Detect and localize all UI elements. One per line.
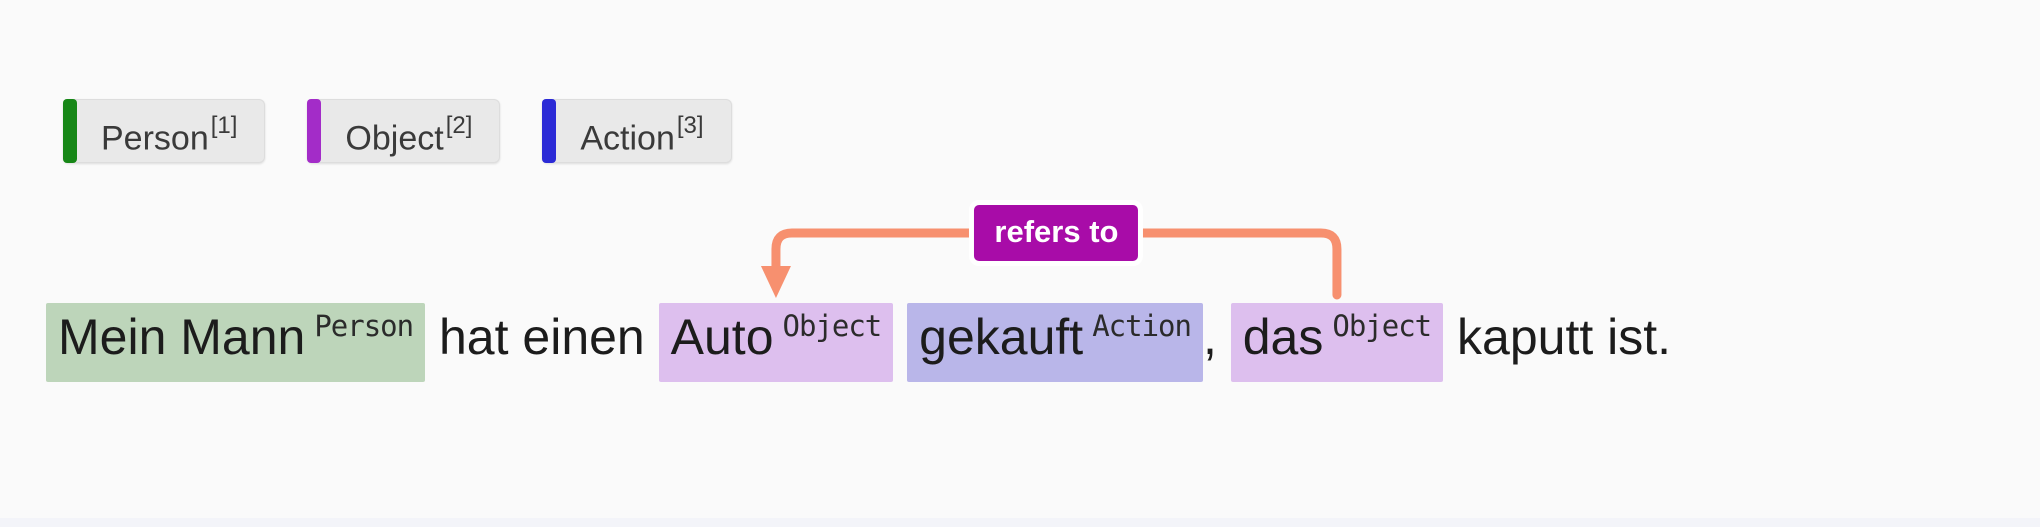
text-segment[interactable]: , xyxy=(1202,309,1231,365)
text-segment[interactable]: kaputt ist. xyxy=(1443,309,1672,365)
label-chip-person[interactable]: Person[1] xyxy=(63,99,266,163)
entity-text: Auto xyxy=(670,309,774,365)
label-shortcut: [1] xyxy=(210,112,238,139)
person-color-bar-icon xyxy=(63,99,77,163)
entity-label: Object xyxy=(1332,309,1432,343)
entity-label: Action xyxy=(1092,309,1192,343)
entity-text: gekauft xyxy=(919,309,1084,365)
label-chip-text: Action[3] xyxy=(556,99,731,163)
relation-badge[interactable]: refers to xyxy=(969,200,1144,266)
label-chip-action[interactable]: Action[3] xyxy=(542,99,732,163)
entity-label: Person xyxy=(314,309,414,343)
entity-text: Mein Mann xyxy=(58,309,306,365)
label-chip-text: Person[1] xyxy=(77,99,265,163)
object-color-bar-icon xyxy=(307,99,322,163)
label-name: Object xyxy=(345,119,444,158)
label-chip-object[interactable]: Object[2] xyxy=(307,99,501,163)
label-name: Person xyxy=(101,119,209,158)
text-segment[interactable] xyxy=(893,309,907,365)
label-chip-text: Object[2] xyxy=(321,99,500,163)
action-color-bar-icon xyxy=(542,99,557,163)
bottom-divider xyxy=(0,518,2040,527)
label-palette: Person[1] Object[2] Action[3] xyxy=(63,99,732,163)
label-shortcut: [2] xyxy=(445,112,473,139)
entity-label: Object xyxy=(782,309,883,343)
label-shortcut: [3] xyxy=(676,112,704,139)
text-segment[interactable]: hat einen xyxy=(425,309,659,365)
entity-text: das xyxy=(1242,309,1324,365)
label-name: Action xyxy=(580,119,675,158)
